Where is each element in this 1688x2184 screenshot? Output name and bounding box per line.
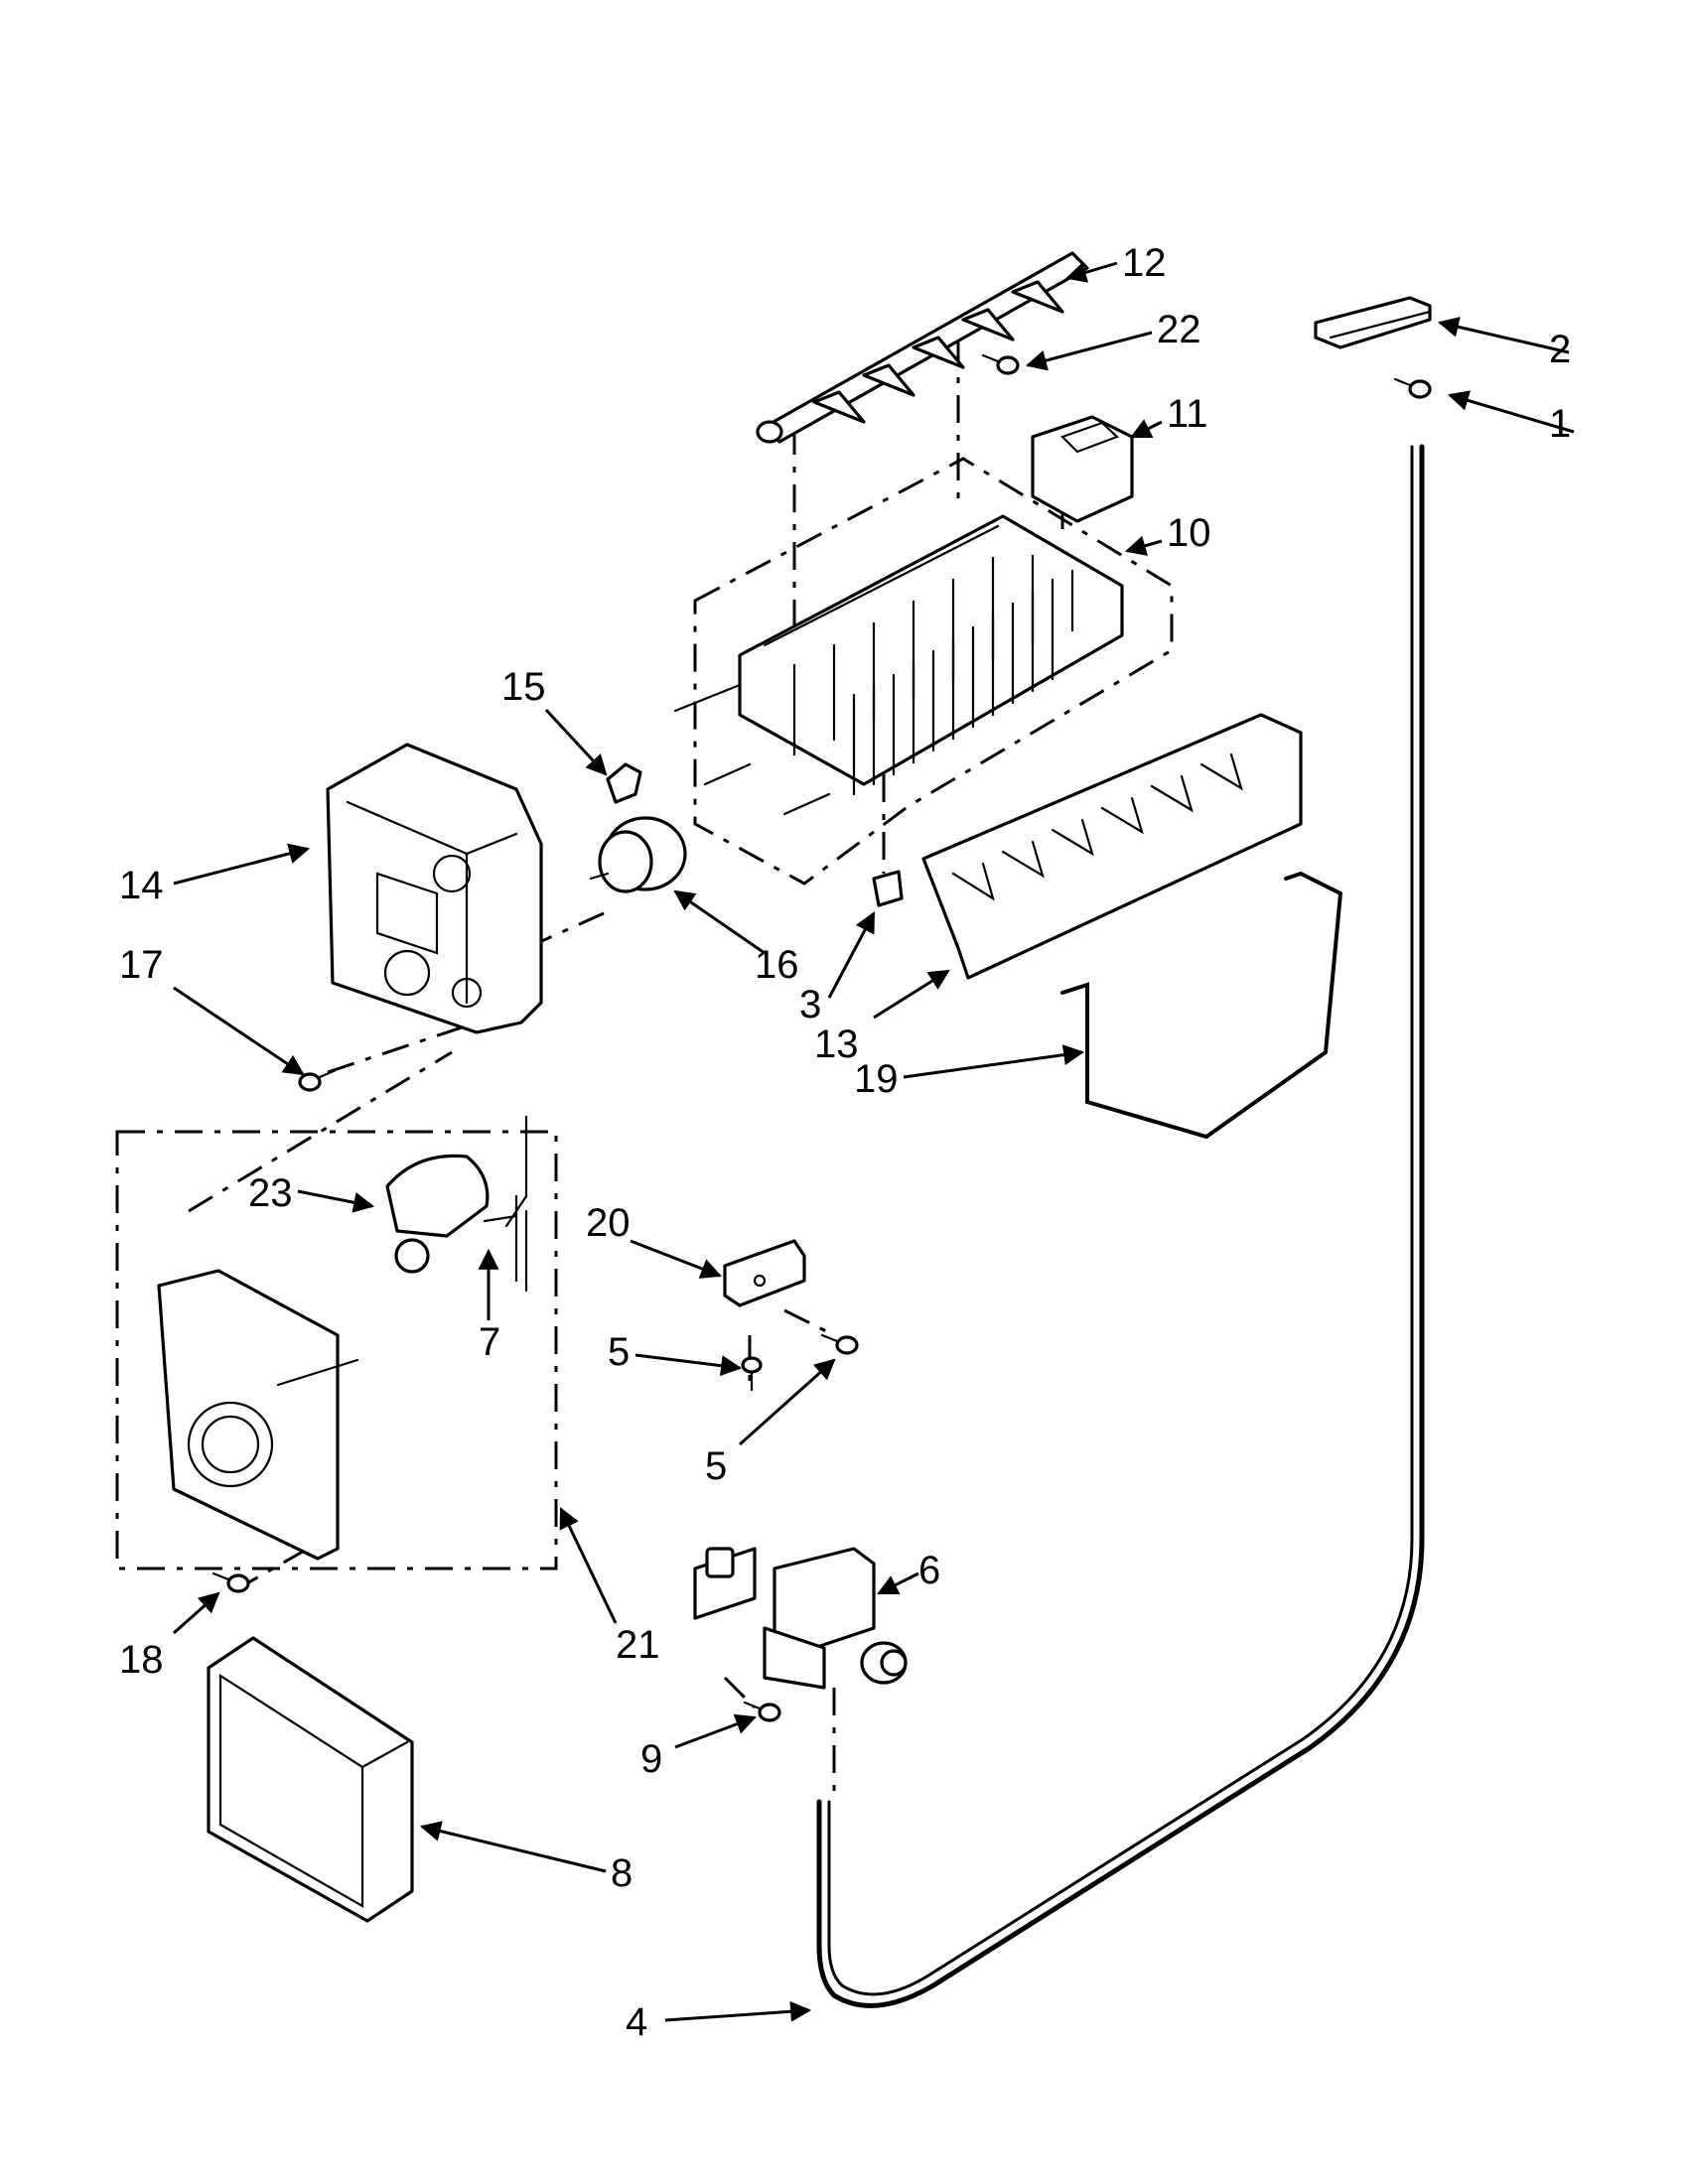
callout-19: 19 [854, 1057, 899, 1101]
callout-8: 8 [611, 1851, 633, 1895]
callout-10: 10 [1167, 511, 1211, 555]
part-shutoff-arm-19 [1060, 871, 1343, 1140]
part-water-tube-4 [816, 444, 1425, 2008]
part-screw-9 [743, 1701, 781, 1722]
part-water-valve-6 [693, 1547, 908, 1690]
callout-2: 2 [1549, 328, 1571, 371]
part-ejector-12 [756, 251, 1089, 444]
part-screw-22 [981, 353, 1020, 375]
callout-22: 22 [1157, 308, 1201, 351]
part-screw-1 [1393, 377, 1432, 399]
part-screw-18 [211, 1571, 250, 1593]
leader-lines [173, 261, 1575, 2022]
callout-6: 6 [918, 1549, 940, 1592]
part-control-housing-14 [326, 743, 543, 1034]
part-screw-5a [741, 1356, 763, 1392]
callout-5b: 5 [705, 1444, 727, 1488]
callout-12: 12 [1122, 241, 1167, 285]
part-fill-cup-11 [1031, 415, 1134, 523]
callout-labels: 1 2 3 4 5 5 6 7 8 9 10 11 12 13 14 15 16… [119, 241, 1571, 2044]
callout-5a: 5 [608, 1330, 630, 1374]
callout-13: 13 [814, 1023, 859, 1066]
callout-14: 14 [119, 864, 164, 907]
part-bracket-2 [1314, 296, 1432, 349]
part-module-cover-21 [157, 1269, 359, 1561]
align-line-screw5b [783, 1308, 835, 1337]
callout-16: 16 [755, 943, 799, 987]
part-clip-15 [606, 762, 642, 804]
align-line-screw17 [327, 1021, 478, 1074]
align-line-screw18 [237, 1547, 309, 1590]
part-ice-stripper-13 [921, 713, 1303, 980]
callout-7: 7 [479, 1320, 500, 1364]
align-line-screw9 [723, 1676, 757, 1709]
callout-15: 15 [501, 665, 546, 709]
callout-17: 17 [119, 943, 164, 987]
part-clip-3 [872, 870, 904, 907]
part-cover-8 [207, 1636, 414, 1923]
callout-18: 18 [119, 1638, 164, 1682]
part-motor-16 [589, 816, 687, 893]
callout-4: 4 [626, 2000, 647, 2044]
part-bracket-20 [723, 1239, 806, 1307]
part-screw-17 [298, 1068, 338, 1092]
callout-9: 9 [640, 1737, 662, 1781]
align-line-housing [188, 1050, 453, 1213]
part-ice-mold-10 [673, 514, 1124, 816]
part-motor-23 [385, 1115, 528, 1293]
callout-3: 3 [799, 983, 821, 1026]
control-housing-group-outline [115, 1130, 558, 1570]
callout-20: 20 [586, 1201, 631, 1245]
callout-23: 23 [248, 1171, 293, 1215]
ice-mold-group-outline [693, 457, 1174, 886]
callout-1: 1 [1549, 402, 1571, 446]
callout-11: 11 [1167, 392, 1208, 436]
callout-21: 21 [616, 1623, 660, 1667]
part-screw-5b [820, 1333, 859, 1355]
